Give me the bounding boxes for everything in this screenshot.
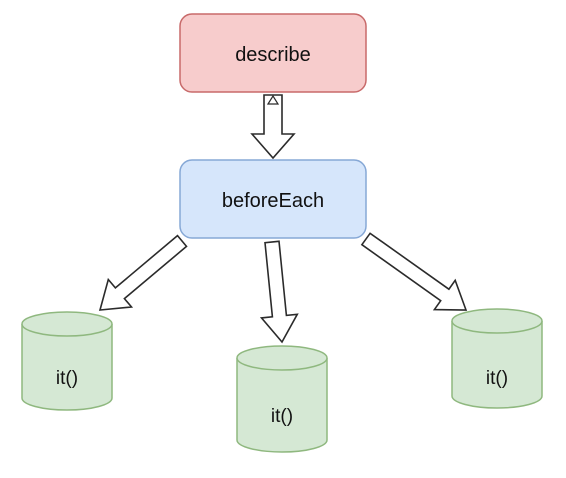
cylinder-top-3 [451, 308, 543, 334]
arrow-back-to-describe [266, 94, 280, 105]
test-cylinder-1: it() [21, 311, 113, 411]
test-label-3: it() [486, 368, 508, 389]
test-label-1: it() [56, 368, 78, 389]
describe-label: describe [235, 44, 311, 66]
arrows-layer [98, 94, 468, 344]
arrow-before-each-to-test-2 [259, 240, 299, 344]
before-each-box [179, 159, 367, 239]
test-label-2: it() [271, 406, 293, 427]
before-each-label: beforeEach [222, 190, 324, 212]
describe-box [179, 13, 367, 93]
cylinder-body-2 [236, 358, 328, 453]
before-each-node: beforeEach [179, 159, 367, 239]
arrow-before-each-to-test-3 [360, 232, 468, 311]
cylinder-top-2 [236, 345, 328, 371]
cylinder-body-3 [451, 321, 543, 409]
test-cylinder-3: it() [451, 308, 543, 409]
test-cylinder-2: it() [236, 345, 328, 453]
describe-node: describe [179, 13, 367, 93]
cylinder-body-1 [21, 324, 113, 411]
cylinder-top-1 [21, 311, 113, 337]
arrow-describe-to-before-each [250, 94, 296, 160]
arrow-before-each-to-test-1 [98, 234, 188, 311]
